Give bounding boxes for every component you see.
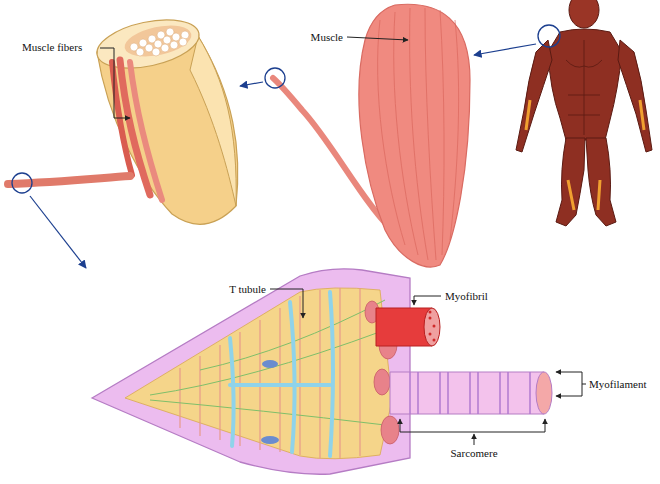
bracket: [582, 372, 586, 396]
sarcoplasmic-reticulum: [150, 300, 385, 425]
muscle-striations: [378, 8, 459, 260]
bracket: [556, 396, 582, 397]
zoom-arrow: [240, 82, 263, 86]
part-label: Myofilament: [589, 378, 646, 391]
part-label: Muscle: [311, 31, 343, 44]
striations: [180, 288, 360, 458]
myofibril-cylinder: [376, 308, 440, 346]
muscle-belly: [265, 4, 470, 267]
myofibril-bundle: [125, 288, 392, 459]
bracket: [400, 432, 545, 433]
nucleus: [262, 360, 278, 368]
muscle-cell: [92, 269, 410, 474]
bracket: [474, 434, 475, 445]
torso: [548, 29, 622, 140]
leader-line: [100, 48, 130, 118]
left-leg: [556, 138, 585, 226]
bundle-body: [97, 36, 238, 224]
fiber-cross-sections: [130, 28, 189, 56]
t-tubules: [230, 292, 333, 456]
head: [569, 0, 599, 28]
fiber-bundle: [8, 12, 238, 225]
human-figure: [516, 0, 652, 226]
zoom-circle: [538, 25, 560, 47]
leader-line: [414, 296, 441, 305]
bracket: [400, 419, 401, 432]
bracket: [556, 372, 582, 373]
tendons: [526, 100, 644, 210]
bundle-fiber-area: [122, 20, 194, 62]
part-label: Muscle fibers: [22, 41, 82, 54]
zoom-arrow: [474, 44, 536, 55]
bracket: [545, 419, 546, 432]
myofilament-cylinder: [390, 372, 552, 414]
zoom-circle: [12, 173, 32, 193]
part-label: T tubule: [229, 283, 266, 296]
single-fiber: [8, 176, 130, 184]
left-arm: [516, 40, 552, 152]
zoom-arrow: [30, 196, 86, 268]
part-label: Sarcomere: [450, 447, 497, 460]
leader-lines: [100, 37, 586, 445]
muscle-lines: [566, 40, 602, 135]
muscle-body: [359, 4, 470, 267]
leader-line: [347, 37, 408, 40]
zoom-circle: [265, 68, 285, 88]
zoom-arrows: [30, 44, 536, 268]
leader-line: [270, 289, 303, 318]
nucleus: [261, 436, 279, 444]
bundle-top-face: [93, 12, 204, 77]
part-label: Myofibril: [445, 290, 488, 303]
sarcolemma: [92, 269, 410, 474]
bundle-cut-face: [190, 36, 236, 206]
right-arm: [618, 40, 652, 152]
